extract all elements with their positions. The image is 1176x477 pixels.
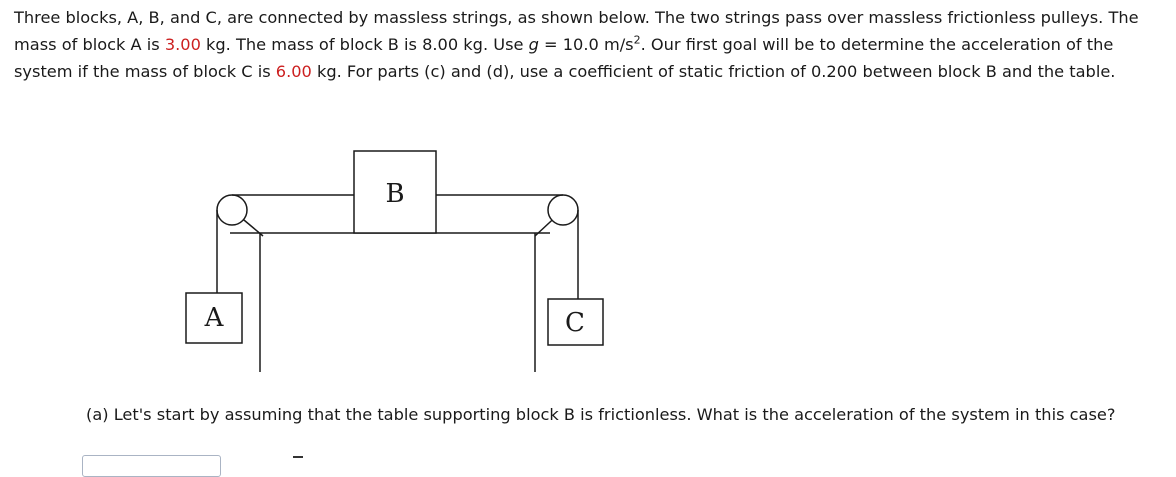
g-symbol: g (528, 35, 539, 54)
right-pulley (547, 194, 579, 226)
block-a (185, 292, 243, 344)
intro-text-3: = 10.0 m/s (538, 35, 634, 54)
block-a-label: A (204, 303, 225, 333)
block-b (353, 150, 437, 234)
left-pulley (216, 194, 248, 226)
part-a-question: (a) Let's start by assuming that the tab… (86, 405, 1116, 424)
mass-c-value: 6.00 (275, 62, 312, 81)
block-c (547, 298, 604, 346)
intro-text-5: kg. For parts (c) and (d), use a coeffic… (311, 62, 1116, 81)
pulley-system-figure: B A C (185, 150, 604, 372)
mass-a-value: 3.00 (164, 35, 201, 54)
g-exponent: 2 (633, 33, 641, 47)
intro-text-1: Three blocks, A, B, and C, are connected… (14, 8, 1139, 54)
block-b-label: B (385, 179, 404, 209)
answer-input-part-a[interactable] (82, 455, 221, 477)
block-c-label: C (565, 308, 585, 338)
intro-text-2: kg. The mass of block B is 8.00 kg. Use (200, 35, 529, 54)
intro-text-4: . Our first goal will be to determine th… (14, 35, 1114, 81)
answer-unit-partial (293, 456, 303, 462)
problem-statement: Three blocks, A, B, and C, are connected… (14, 4, 1164, 85)
